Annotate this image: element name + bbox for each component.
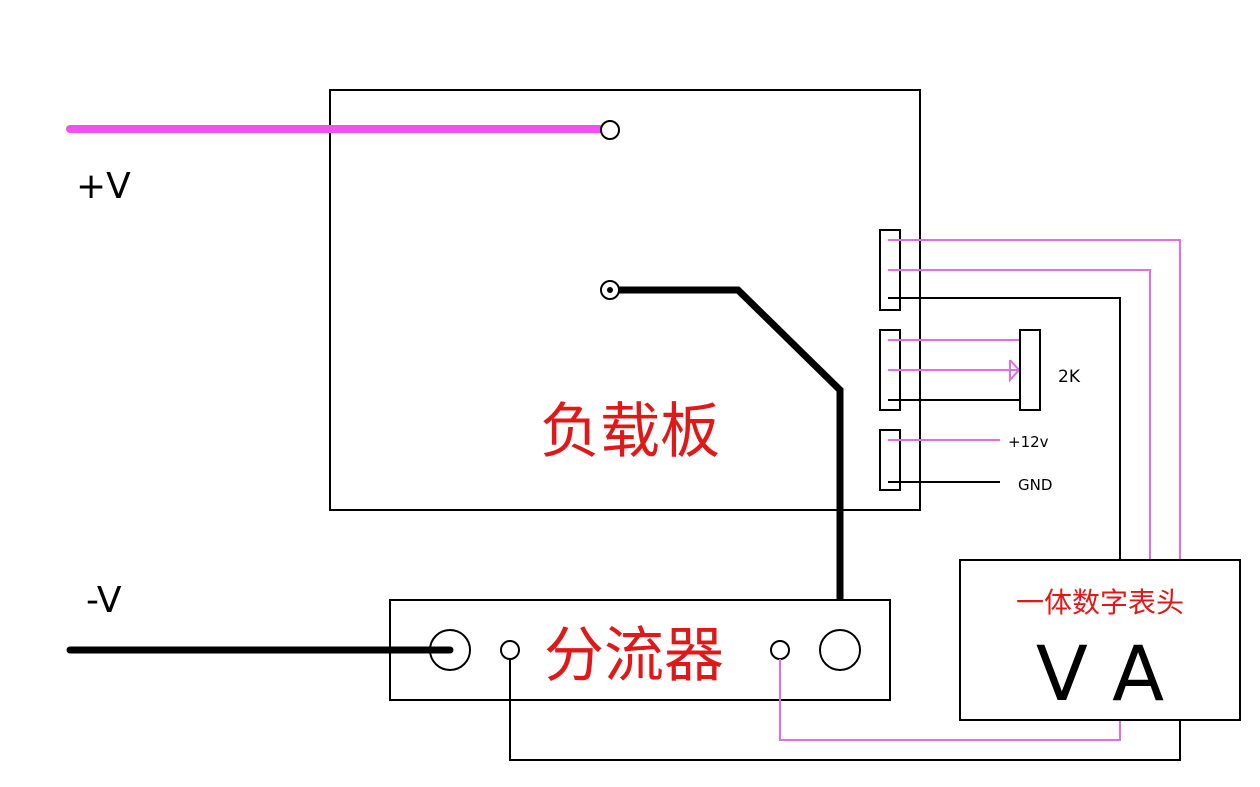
load-board bbox=[329, 89, 921, 511]
shunt-label: 分流器 bbox=[544, 621, 724, 691]
load-to-shunt-wire bbox=[612, 286, 844, 650]
shunt-main-terminal-left bbox=[429, 629, 471, 671]
shunt-main-terminal-left-dot bbox=[447, 647, 453, 653]
positive-input-terminal bbox=[600, 120, 620, 140]
digital-meter bbox=[959, 559, 1241, 721]
meter-signal-wire-2 bbox=[888, 269, 1151, 560]
meter-ground-wire bbox=[888, 297, 1121, 560]
load-output-terminal-dot bbox=[607, 287, 613, 293]
power-connector bbox=[879, 429, 901, 491]
meter-display-label: V A bbox=[1036, 629, 1164, 718]
ground-label: GND bbox=[1018, 476, 1052, 494]
supply-voltage-label: +12v bbox=[1008, 433, 1049, 451]
meter-signal-wire-1 bbox=[888, 239, 1181, 560]
shunt-sense-terminal-left bbox=[500, 640, 520, 660]
potentiometer bbox=[1019, 329, 1041, 411]
positive-voltage-label: +V bbox=[76, 166, 131, 207]
meter-title: 一体数字表头 bbox=[1016, 586, 1184, 619]
shunt-sense-wire-black bbox=[509, 659, 1181, 761]
shunt-sense-terminal-right bbox=[770, 640, 790, 660]
pot-wiper-arrow bbox=[1009, 359, 1021, 383]
shunt-sense-wire-pink bbox=[779, 659, 1121, 741]
shunt-main-terminal-right bbox=[819, 629, 861, 671]
potentiometer-value-label: 2K bbox=[1058, 367, 1081, 387]
load-board-label: 负载板 bbox=[540, 397, 720, 467]
negative-voltage-label: -V bbox=[86, 580, 122, 621]
